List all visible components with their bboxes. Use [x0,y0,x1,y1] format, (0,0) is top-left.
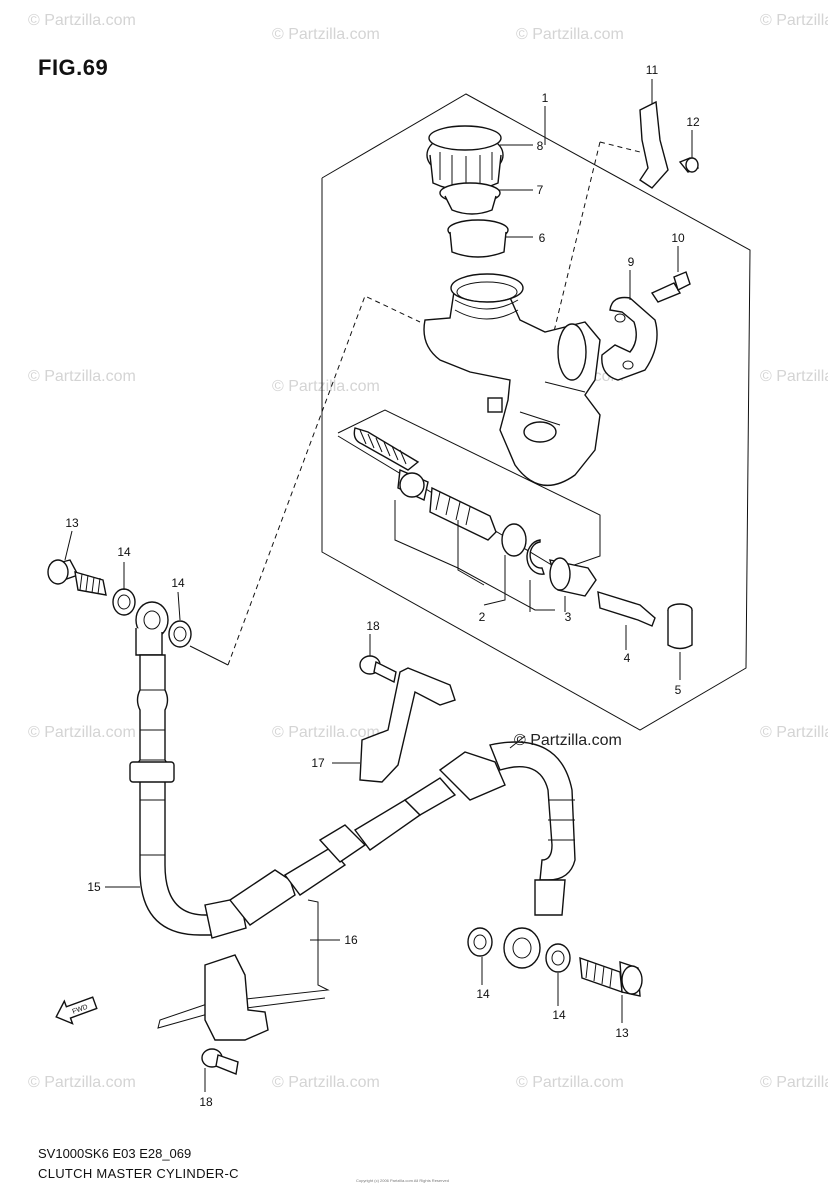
callout-16: 16 [344,933,358,947]
master-cylinder-body [423,273,601,487]
callout-3: 3 [564,610,572,624]
gasket-washer [112,588,136,616]
push-rod-cover [667,603,693,650]
gasket-washer [551,950,565,966]
bracket-bolt-lower [201,1048,239,1075]
callout-1: 1 [541,91,549,105]
callout-14-a: 14 [117,545,131,559]
watermark: © Partzilla.com [760,724,828,741]
watermark: © Partzilla.com [272,724,380,741]
callout-6: 6 [538,231,546,245]
diagram-caption: CLUTCH MASTER CYLINDER-C [38,1166,239,1181]
gasket-washer [117,594,131,610]
leader-line [177,591,181,621]
leader-line [509,735,526,749]
watermark: © Partzilla.com [760,1074,828,1091]
callout-8: 8 [536,139,544,153]
callout-12: 12 [686,115,700,129]
callout-4: 4 [623,651,631,665]
clamp-bolt [650,271,691,303]
leader-dashed [227,295,421,666]
callout-5: 5 [674,683,682,697]
callout-10: 10 [671,231,685,245]
gasket-washer [467,927,493,957]
leader-line [189,645,229,666]
hose-clamp [204,954,269,1041]
gasket-washer [173,626,187,642]
union-bolt-upper [47,559,107,596]
union-bolt-lower [579,956,643,997]
callout-13-lower: 13 [615,1026,629,1040]
boot [549,557,597,597]
watermark: © Partzilla.com [272,1074,380,1091]
watermark: © Partzilla.com [28,368,136,385]
push-rod [597,591,656,627]
cap-plate [439,182,501,215]
brand-label: © Partzilla.com [514,732,622,749]
copyright-notice: Copyright (c) 2006 Partzilla.com All Rig… [356,1178,449,1183]
leader-line [64,530,73,561]
watermark: © Partzilla.com [28,724,136,741]
hose-banjo-lower [503,927,541,969]
switch-bracket [639,100,669,189]
diaphragm [447,219,509,258]
watermark: © Partzilla.com [28,12,136,29]
watermark: © Partzilla.com [760,368,828,385]
callout-14-c: 14 [476,987,490,1001]
callout-17: 17 [311,756,325,770]
watermark: © Partzilla.com [516,1074,624,1091]
model-code: SV1000SK6 E03 E28_069 [38,1146,192,1161]
callout-14-b: 14 [171,576,185,590]
callout-7: 7 [536,183,544,197]
callout-9: 9 [627,255,635,269]
callout-18-upper: 18 [366,619,380,633]
gasket-washer [473,934,487,950]
callout-15: 15 [87,880,101,894]
leader-dashed [549,141,601,349]
bracket-bolt-upper [359,655,397,684]
fwd-arrow-icon: FWD [55,996,98,1025]
hose-banjo-upper [135,601,169,656]
assembly-outline [321,93,751,731]
clutch-hose [129,654,576,939]
callout-13-upper: 13 [65,516,79,530]
watermark: © Partzilla.com [28,1074,136,1091]
leader-line [483,555,506,606]
hose-guide-bracket [359,667,456,783]
leader-dashed [599,141,641,153]
watermark: © Partzilla.com [760,12,828,29]
reservoir-cap [426,125,504,192]
callout-11: 11 [645,63,659,77]
gasket-washer [545,943,571,973]
piston-set [353,427,545,575]
leader-line [457,520,485,586]
watermark: © Partzilla.com [272,26,380,43]
bracket-screw [678,157,700,173]
watermark: © Partzilla.com [516,26,624,43]
figure-title: FIG.69 [38,55,109,80]
callout-2: 2 [478,610,486,624]
callout-18-lower: 18 [199,1095,213,1109]
watermark: © Partzilla.com [272,378,380,395]
clamp [601,296,658,381]
callout-14-d: 14 [552,1008,566,1022]
gasket-washer [168,620,192,648]
